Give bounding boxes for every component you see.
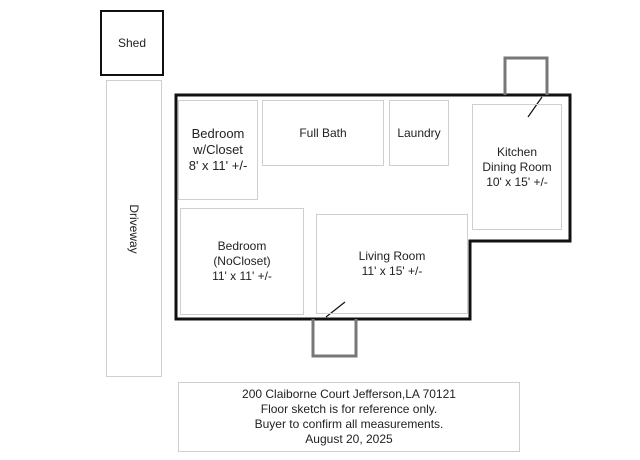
room-full-bath: Full Bath xyxy=(262,100,384,166)
room-bedroom-closet: Bedroom w/Closet 8' x 11' +/- xyxy=(178,100,258,200)
room-kitchen: Kitchen Dining Room 10' x 15' +/- xyxy=(472,104,562,230)
room-size: 11' x 11' +/- xyxy=(212,269,272,283)
footer-buyer-note: Buyer to confirm all measurements. xyxy=(254,417,444,431)
back-door-stoop xyxy=(503,56,549,95)
room-name: Kitchen Dining Room xyxy=(482,144,552,174)
room-name: Bedroom w/Closet xyxy=(191,125,245,157)
room-name: Laundry xyxy=(397,125,441,140)
footer-date: August 20, 2025 xyxy=(305,432,393,446)
house-wall xyxy=(174,93,572,321)
room-living-room: Living Room 11' x 15' +/- xyxy=(316,214,468,314)
room-name: Full Bath xyxy=(299,125,347,140)
room-name: Living Room xyxy=(358,249,426,263)
shed-label: Shed xyxy=(117,35,147,50)
footer-address: 200 Claiborne Court Jefferson,LA 70121 xyxy=(242,387,456,401)
driveway: Driveway xyxy=(106,80,162,377)
back-door-swing xyxy=(527,96,543,118)
room-size: 11' x 15' +/- xyxy=(361,264,423,278)
room-laundry: Laundry xyxy=(389,100,449,166)
room-name: Bedroom (NoCloset) xyxy=(213,239,271,268)
footer-disclaimer: Floor sketch is for reference only. xyxy=(260,402,438,416)
room-size: 10' x 15' +/- xyxy=(486,174,548,189)
shed-outline: Shed xyxy=(100,10,164,76)
front-door-swing xyxy=(325,301,346,318)
front-door-stoop xyxy=(311,319,358,358)
room-bedroom-nocloset: Bedroom (NoCloset) 11' x 11' +/- xyxy=(180,208,304,315)
footer-note: 200 Claiborne Court Jefferson,LA 70121 F… xyxy=(178,382,520,452)
room-size: 8' x 11' +/- xyxy=(188,158,248,174)
